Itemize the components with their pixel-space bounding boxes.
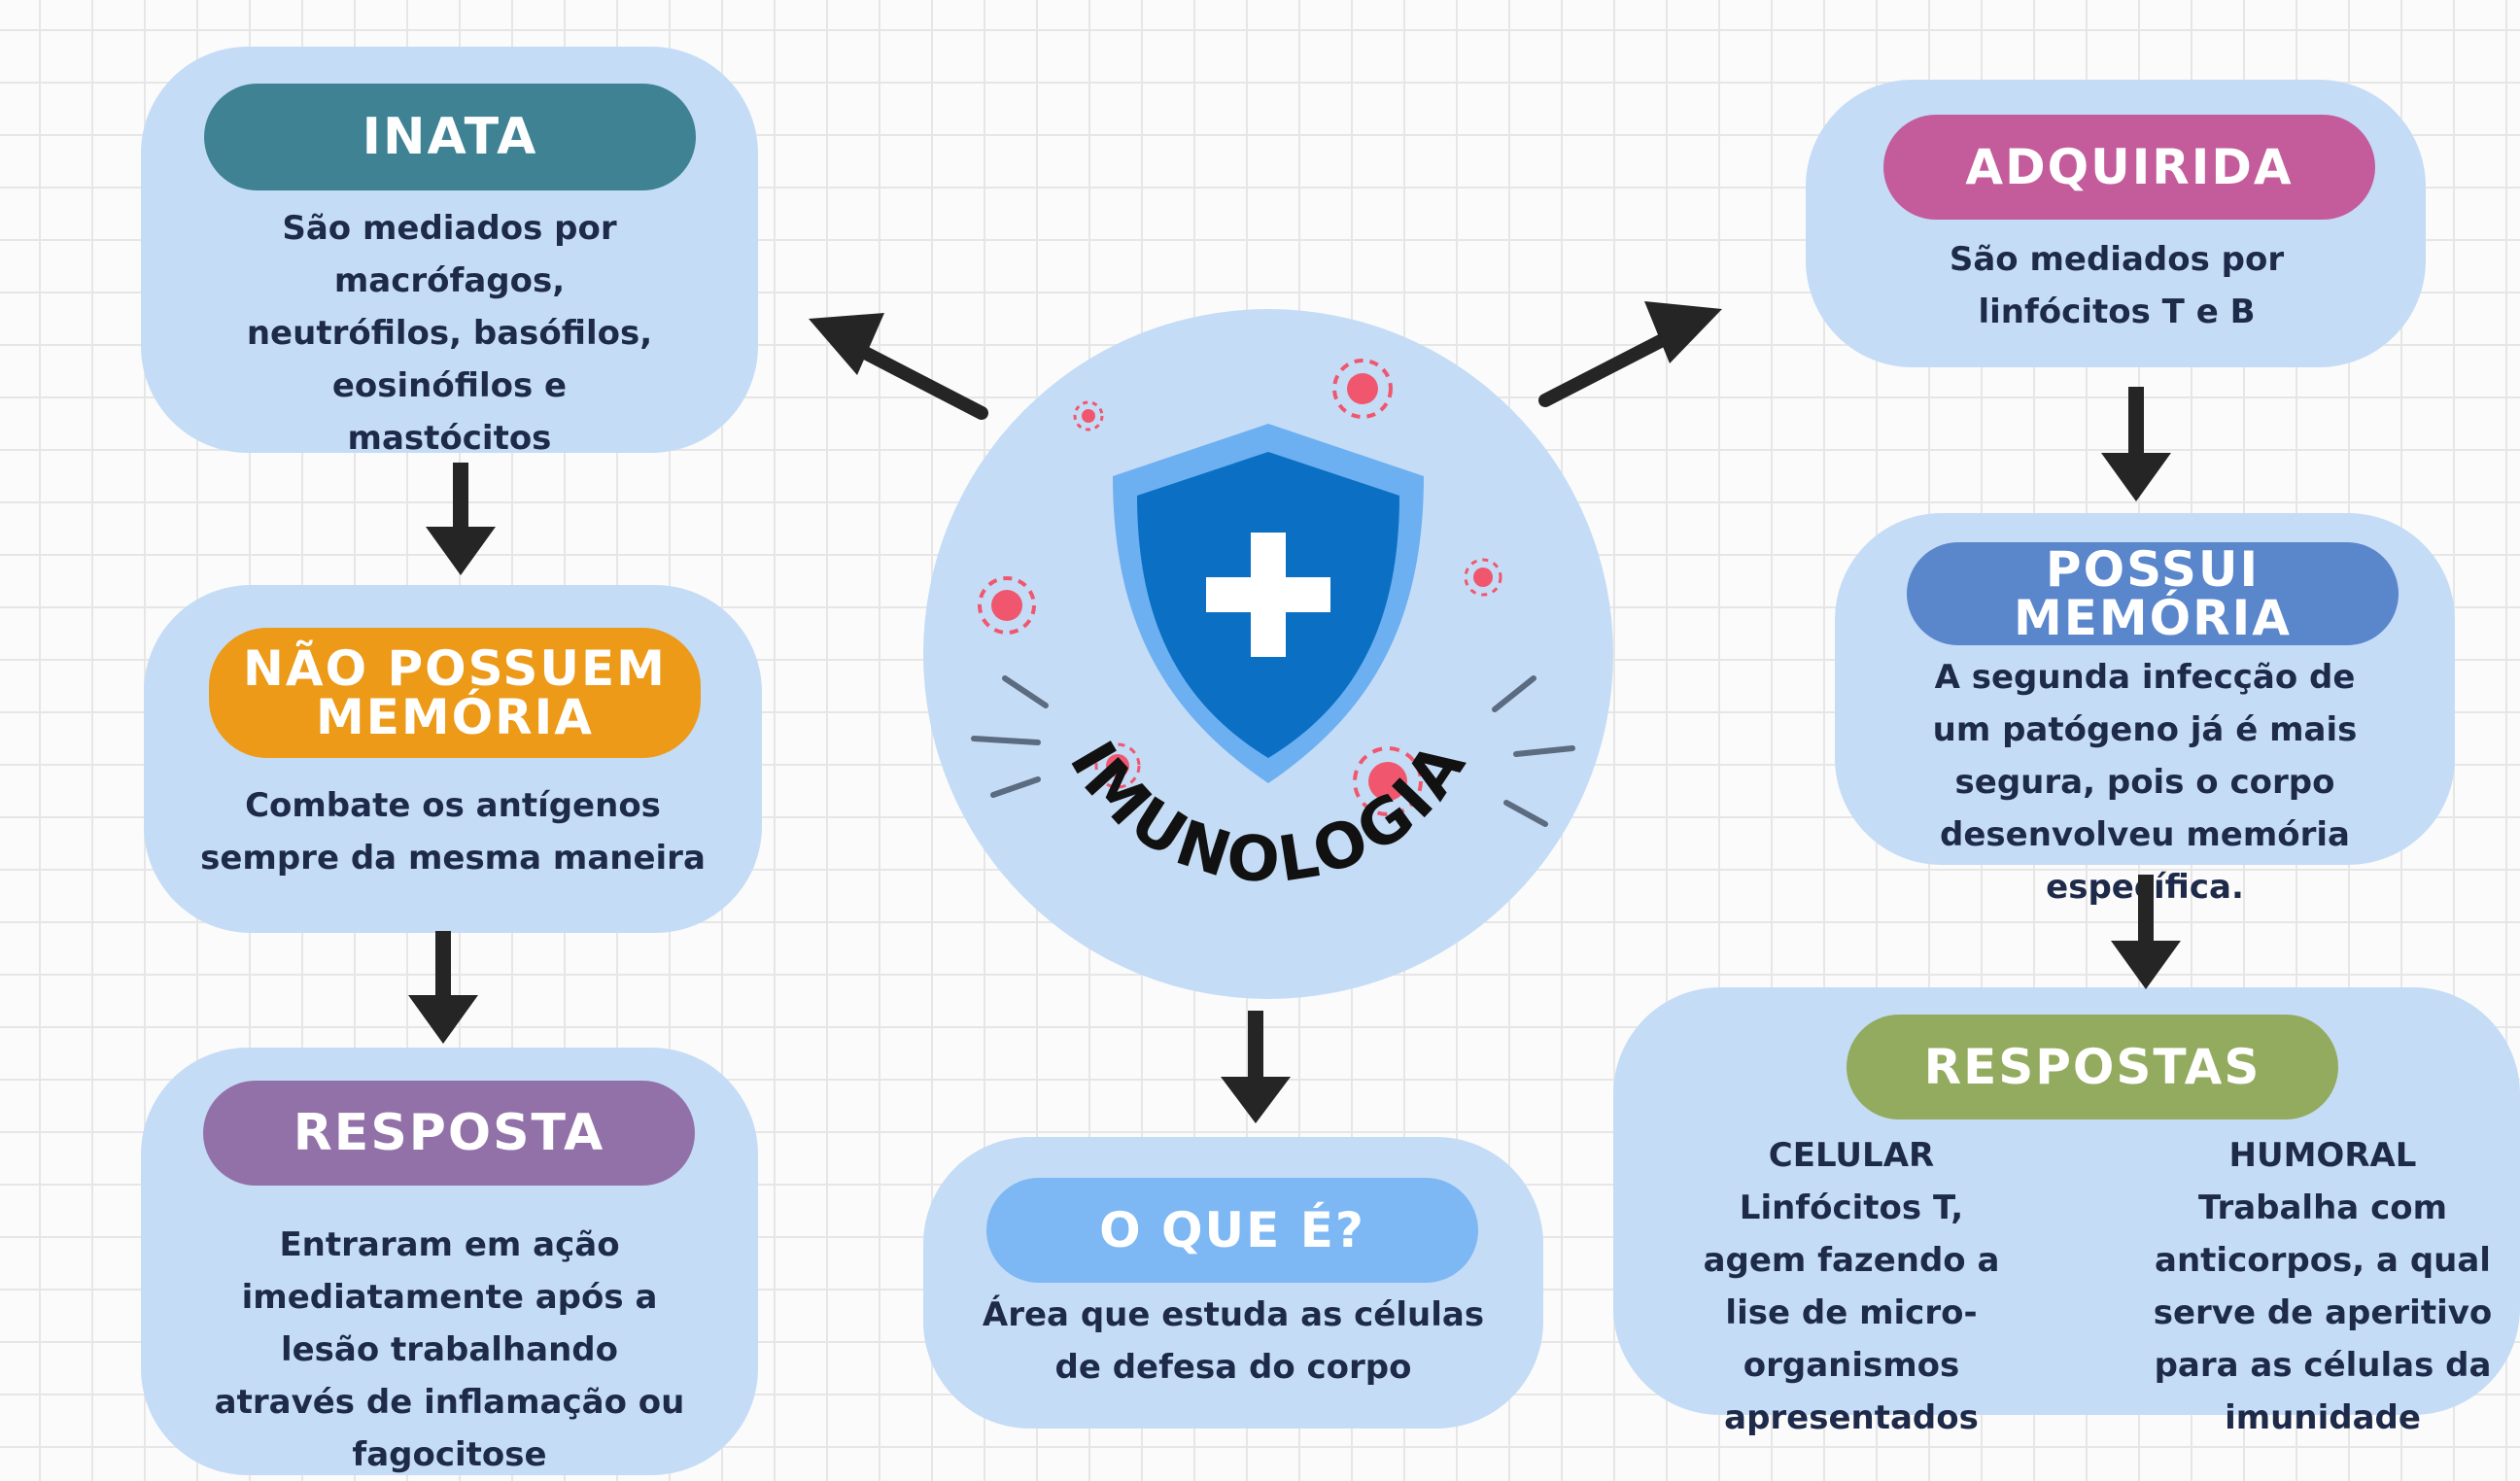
- possui-memoria-card: POSSUI MEMÓRIA A segunda infecção de um …: [1835, 513, 2455, 907]
- arrow-nao-possuem-down: [408, 931, 478, 1044]
- adquirida-text: São mediados por linfócitos T e B: [1949, 240, 2285, 331]
- o-que-e-text: Área que estuda as células de defesa do …: [982, 1295, 1485, 1387]
- arrow-center-down: [1221, 1011, 1291, 1123]
- resposta-header: RESPOSTA: [203, 1081, 695, 1186]
- adquirida-card: ADQUIRIDA São mediados por linfócitos T …: [1806, 80, 2426, 367]
- arrow-adquirida-down: [2101, 387, 2171, 501]
- inata-header: INATA: [204, 84, 696, 190]
- nao-possuem-text: Combate os antígenos sempre da mesma man…: [200, 786, 706, 878]
- resposta-card: RESPOSTA Entraram em ação imediatamente …: [141, 1048, 758, 1475]
- nao-possuem-header: NÃO POSSUEM MEMÓRIA: [209, 628, 701, 758]
- resposta-text: Entraram em ação imediatamente após a le…: [214, 1225, 685, 1474]
- arrow-to-inata: [809, 313, 988, 420]
- celular-text: Linfócitos T, agem fazendo a lise de mic…: [1703, 1188, 2000, 1437]
- inata-card: INATA São mediados por macrófagos, neutr…: [141, 47, 758, 458]
- respostas-header: RESPOSTAS: [1847, 1015, 2338, 1119]
- o-que-e-header: O QUE É?: [986, 1178, 1478, 1283]
- arrow-inata-down: [426, 463, 496, 575]
- respostas-card: RESPOSTAS CELULAR Linfócitos T, agem faz…: [1613, 987, 2520, 1437]
- nao-possuem-card: NÃO POSSUEM MEMÓRIA Combate os antígenos…: [144, 585, 762, 933]
- possui-memoria-header: POSSUI MEMÓRIA: [1907, 542, 2399, 645]
- o-que-e-card: O QUE É? Área que estuda as células de d…: [923, 1137, 1543, 1429]
- adquirida-header: ADQUIRIDA: [1883, 115, 2375, 220]
- arrow-possui-memoria-down: [2111, 875, 2181, 989]
- arrow-to-adquirida: [1538, 301, 1722, 407]
- humoral-title: HUMORAL: [2228, 1136, 2417, 1175]
- shield-icon: [1113, 424, 1424, 783]
- germ-icon: [978, 359, 1502, 816]
- celular-title: CELULAR: [1768, 1136, 1935, 1175]
- motion-lines: [971, 675, 1575, 827]
- inata-text: São mediados por macrófagos, neutrófilos…: [246, 209, 653, 458]
- center-emblem: IMUNOLOGIA: [923, 309, 1613, 999]
- humoral-text: Trabalha com anticorpos, a qual serve de…: [2153, 1188, 2493, 1437]
